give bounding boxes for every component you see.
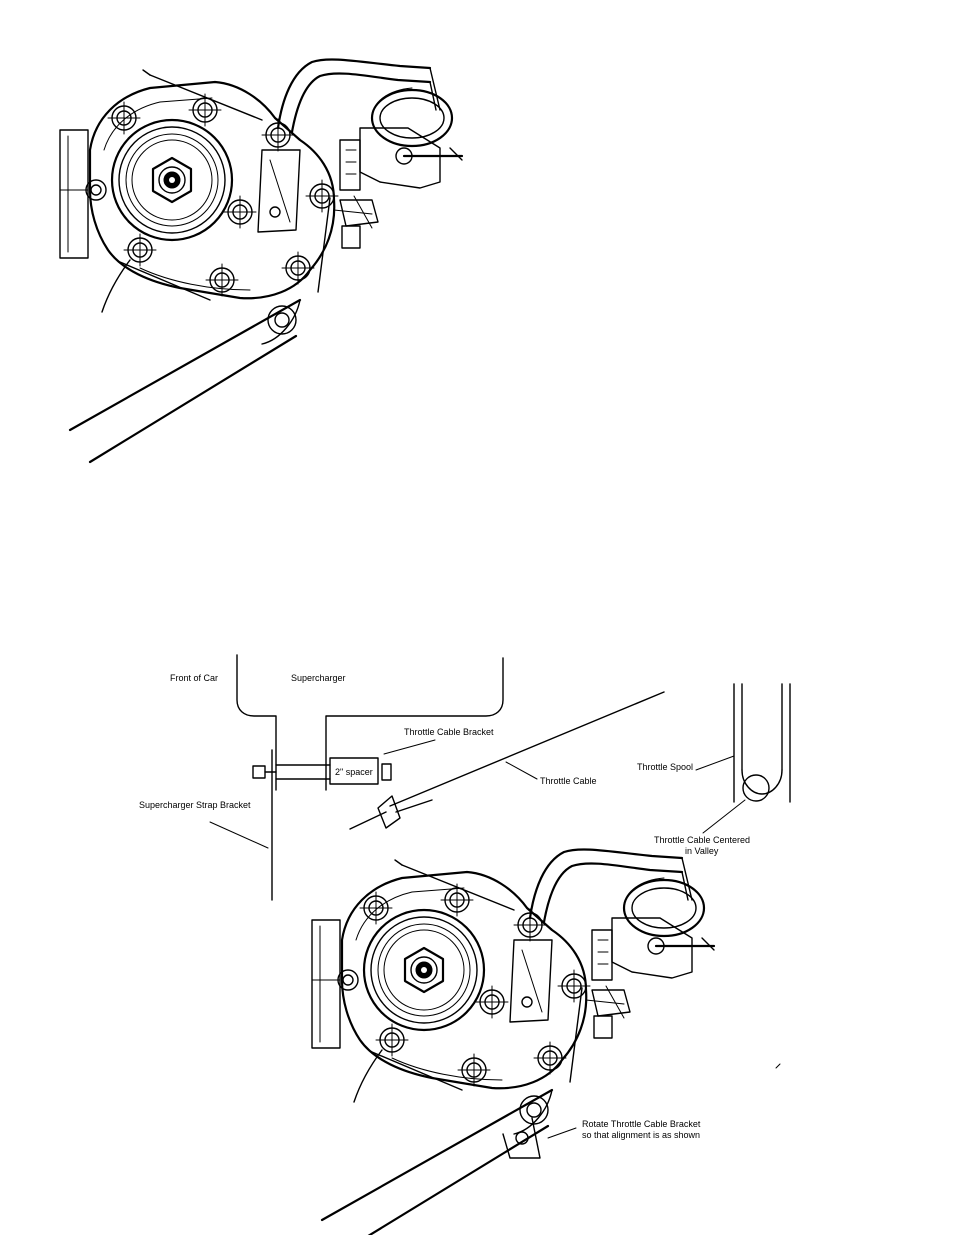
cable-in-valley [743,775,769,801]
label-throttle-spool: Throttle Spool [637,762,693,772]
lower-assembly-drawing [312,849,714,1235]
label-spacer: 2" spacer [335,767,373,777]
label-cable-centered-2: in Valley [685,846,719,856]
label-throttle-cable-bracket: Throttle Cable Bracket [404,727,494,737]
supercharger-outline-left [237,655,276,790]
throttle-cable-line [390,692,664,806]
upper-assembly-drawing [60,59,462,462]
label-cable-centered-1: Throttle Cable Centered [654,835,750,845]
right-nut [382,764,391,780]
label-front-of-car: Front of Car [170,673,218,683]
label-supercharger: Supercharger [291,673,346,683]
left-bolt-head [253,766,265,778]
label-rotate-2: so that alignment is as shown [582,1130,700,1140]
label-supercharger-strap-bracket: Supercharger Strap Bracket [139,800,251,810]
label-throttle-cable: Throttle Cable [540,776,597,786]
label-rotate-1: Rotate Throttle Cable Bracket [582,1119,701,1129]
